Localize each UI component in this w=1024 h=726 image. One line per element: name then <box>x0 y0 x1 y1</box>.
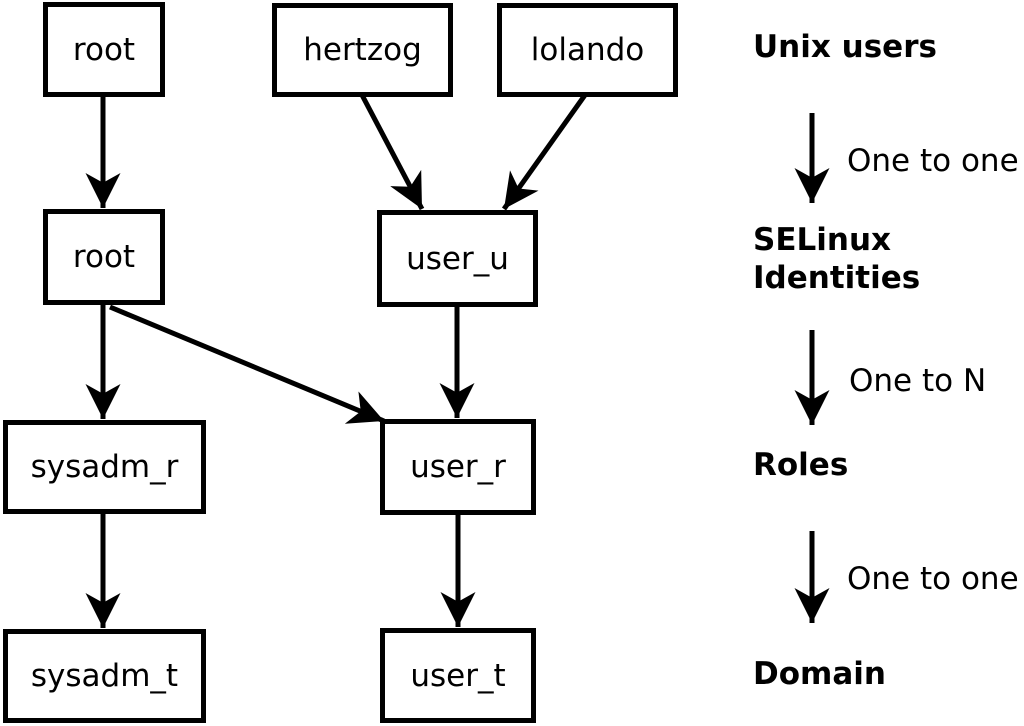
node-role-user-r-label: user_r <box>410 449 506 485</box>
node-domain-sysadm-t: sysadm_t <box>3 629 206 723</box>
node-domain-user-t-label: user_t <box>410 657 506 694</box>
legend-relation-one-to-n: One to N <box>849 363 987 399</box>
legend-level-unix-users: Unix users <box>753 29 937 65</box>
legend-relation-one-to-one-2: One to one <box>847 561 1019 597</box>
node-role-sysadm-r: sysadm_r <box>3 420 206 514</box>
node-domain-user-t: user_t <box>380 628 536 723</box>
node-role-user-r: user_r <box>380 419 536 515</box>
node-unix-root-label: root <box>72 31 136 68</box>
arrow-selinux-root-to-user-r <box>109 304 385 424</box>
arrow-lolando-to-user-u <box>501 93 588 211</box>
node-selinux-user-u: user_u <box>377 210 538 307</box>
legend-relation-one-to-one-1: One to one <box>847 143 1019 179</box>
node-unix-root: root <box>43 2 165 97</box>
legend-level-roles: Roles <box>753 447 849 483</box>
node-domain-sysadm-t-label: sysadm_t <box>30 658 179 694</box>
node-unix-lolando: lolando <box>497 3 678 97</box>
node-unix-lolando-label: lolando <box>530 32 645 68</box>
legend-level-domain: Domain <box>753 656 886 692</box>
node-role-sysadm-r-label: sysadm_r <box>30 449 179 485</box>
node-selinux-root: root <box>43 209 165 305</box>
node-selinux-user-u-label: user_u <box>406 240 509 277</box>
node-selinux-root-label: root <box>72 239 136 275</box>
node-unix-hertzog-label: hertzog <box>303 32 422 68</box>
arrow-hertzog-to-user-u <box>359 93 425 211</box>
legend-level-selinux-identities: SELinux Identities <box>753 222 921 296</box>
node-unix-hertzog: hertzog <box>272 3 453 97</box>
